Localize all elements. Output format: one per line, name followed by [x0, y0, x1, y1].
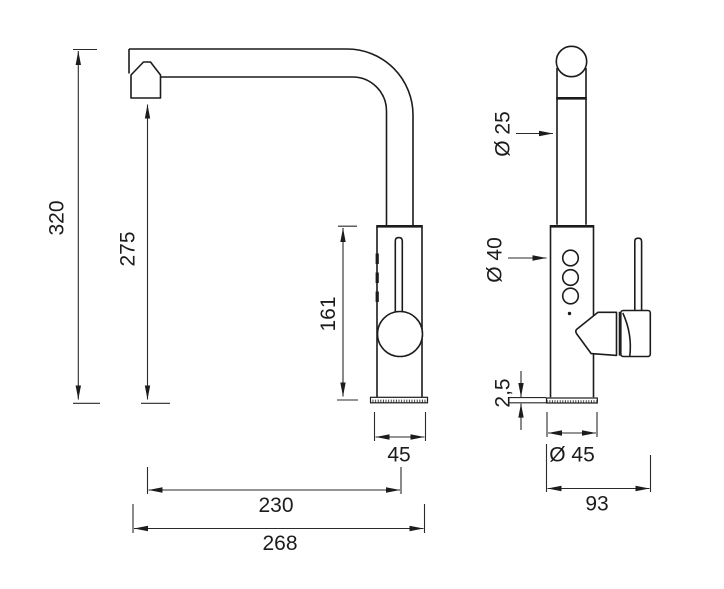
side-view: 320 275 161 45 230 268: [46, 48, 429, 555]
spout-inner-outline: [160, 76, 388, 226]
dim-base-width: 45: [373, 412, 427, 467]
button-ticks-side: [375, 253, 379, 302]
dim-base-plate-thickness: 2,5: [492, 371, 546, 430]
nozzle-outline: [130, 61, 162, 99]
dim-spout-reach: 230: [146, 467, 402, 517]
dim-label-230: 230: [258, 494, 293, 517]
dim-label-d40: Ø 40: [484, 237, 507, 283]
buttons-front: [561, 249, 580, 316]
dim-label-45: 45: [387, 444, 410, 467]
dim-spout-diameter: Ø 25: [492, 111, 553, 157]
dim-label-161: 161: [317, 296, 340, 331]
spout-outer-outline: [129, 48, 414, 226]
dim-spout-outlet-height: 275: [117, 104, 170, 404]
dim-label-d45: Ø 45: [549, 444, 595, 467]
front-view: Ø 25 Ø 40 2,5 Ø 45 93: [484, 45, 652, 516]
dim-label-268: 268: [262, 532, 297, 555]
body-outline-front: [549, 227, 595, 398]
dim-overall-width: 93: [545, 444, 652, 516]
indicator-dot: [567, 311, 572, 316]
base-flange-hatch-side: [371, 399, 427, 403]
spout-tube-front: [556, 68, 587, 225]
dim-label-93: 93: [585, 493, 608, 516]
dim-label-275: 275: [117, 231, 140, 266]
handle-collar: [575, 311, 618, 357]
spout-end-circle: [555, 45, 588, 78]
dim-label-d25: Ø 25: [492, 111, 515, 157]
lever-rod-side: [394, 236, 404, 314]
handle-rod-front: [634, 237, 643, 312]
dim-label-2_5: 2,5: [492, 378, 515, 407]
ball-joint-side: [376, 310, 424, 358]
dim-body-diameter: Ø 40: [484, 237, 547, 283]
base-flange-hatch-front: [547, 400, 597, 403]
dim-label-320: 320: [46, 200, 69, 235]
dim-body-height: 161: [317, 225, 358, 401]
dim-overall-reach: 268: [132, 504, 426, 555]
dim-base-diameter: Ø 45: [546, 412, 598, 467]
handle-block: [619, 309, 652, 358]
dim-overall-height: 320: [46, 48, 100, 404]
handle-block-curve: [622, 312, 632, 357]
